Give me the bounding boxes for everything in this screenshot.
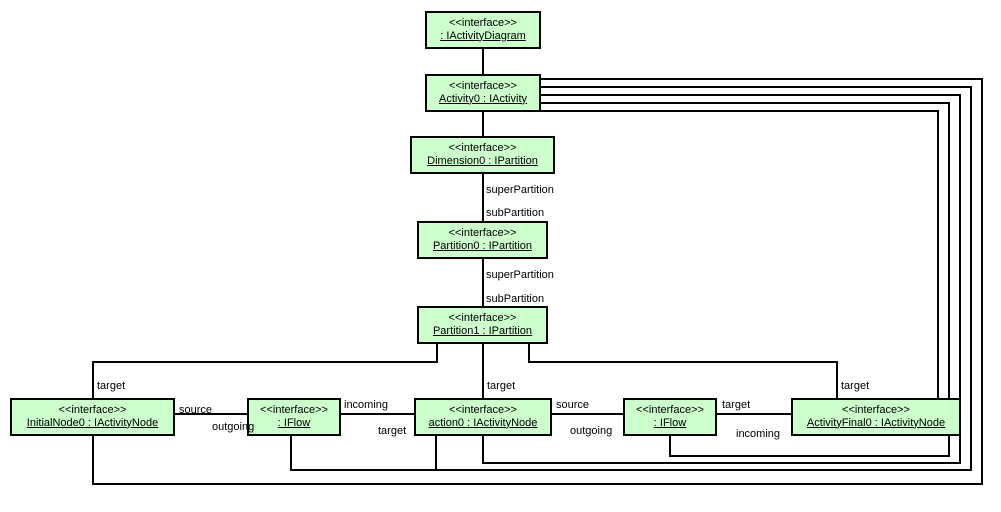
node-name-label: Partition1 : IPartition [432, 324, 533, 337]
stereotype-label: <<interface>> [260, 403, 328, 416]
stereotype-label: <<interface>> [842, 403, 910, 416]
edge-label-incoming-flow-final: incoming [736, 428, 781, 440]
node-partition0[interactable]: <<interface>> Partition0 : IPartition [417, 221, 548, 259]
node-initialnode0[interactable]: <<interface>> InitialNode0 : IActivityNo… [10, 398, 175, 436]
node-activity-diagram[interactable]: <<interface>> : IActivityDiagram [425, 11, 541, 49]
edge-label-superpartition-1: superPartition [486, 184, 554, 196]
edge-partition1-to-activityfinal [528, 344, 838, 398]
node-partition1[interactable]: <<interface>> Partition1 : IPartition [417, 306, 548, 344]
edge-action-to-activity0 [482, 94, 961, 464]
stereotype-label: <<interface>> [58, 403, 127, 416]
edge-label-source-initial-flow: source [179, 404, 213, 416]
edge-label-target-activityfinal: target [841, 380, 870, 392]
edge-label-subpartition-2: subPartition [486, 293, 545, 305]
node-name-label: Partition0 : IPartition [432, 239, 533, 252]
node-iflow-right[interactable]: <<interface>> : IFlow [623, 398, 717, 436]
edge-label-outgoing-action-flow: outgoing [570, 425, 613, 437]
edge-label-target-action: target [487, 380, 516, 392]
node-iflow-left[interactable]: <<interface>> : IFlow [247, 398, 341, 436]
edge-label-incoming-flow-action: incoming [344, 399, 389, 411]
edge-label-target-flow-action: target [378, 425, 407, 437]
stereotype-label: <<interface>> [448, 226, 517, 239]
edge-label-target-initialnode: target [97, 380, 126, 392]
stereotype-label: <<interface>> [448, 141, 517, 154]
node-name-label: Dimension0 : IPartition [427, 154, 538, 167]
node-activity0[interactable]: <<interface>> Activity0 : IActivity [425, 74, 541, 112]
stereotype-label: <<interface>> [448, 311, 517, 324]
edge-label-subpartition-1: subPartition [486, 207, 545, 219]
node-name-label: InitialNode0 : IActivityNode [26, 416, 159, 429]
node-name-label: : IFlow [277, 416, 311, 429]
edge-activityfinal-to-activity0 [541, 110, 961, 418]
node-name-label: action0 : IActivityNode [428, 416, 538, 429]
stereotype-label: <<interface>> [449, 79, 517, 92]
edge-label-superpartition-2: superPartition [486, 269, 554, 281]
edge-label-source-action-flow: source [556, 399, 590, 411]
stereotype-label: <<interface>> [449, 16, 517, 29]
stereotype-label: <<interface>> [636, 403, 704, 416]
node-name-label: : IFlow [653, 416, 687, 429]
edge-partition1-to-initialnode [92, 344, 438, 398]
node-name-label: : IActivityDiagram [440, 29, 526, 42]
node-dimension0[interactable]: <<interface>> Dimension0 : IPartition [410, 136, 555, 174]
edge-iflow-left-to-activity0 [290, 86, 972, 471]
edge-label-target-flow-final: target [722, 399, 751, 411]
node-name-label: Activity0 : IActivity [438, 92, 528, 105]
node-activityfinal0[interactable]: <<interface>> ActivityFinal0 : IActivity… [791, 398, 961, 436]
edge-label-outgoing-initial-flow: outgoing [212, 421, 255, 433]
node-name-label: ActivityFinal0 : IActivityNode [806, 416, 946, 429]
edge-iflow-right-to-activity0 [541, 102, 950, 457]
edge-initialnode-to-activity0 [92, 78, 983, 485]
stereotype-label: <<interface>> [449, 403, 517, 416]
node-action0[interactable]: <<interface>> action0 : IActivityNode [414, 398, 552, 436]
